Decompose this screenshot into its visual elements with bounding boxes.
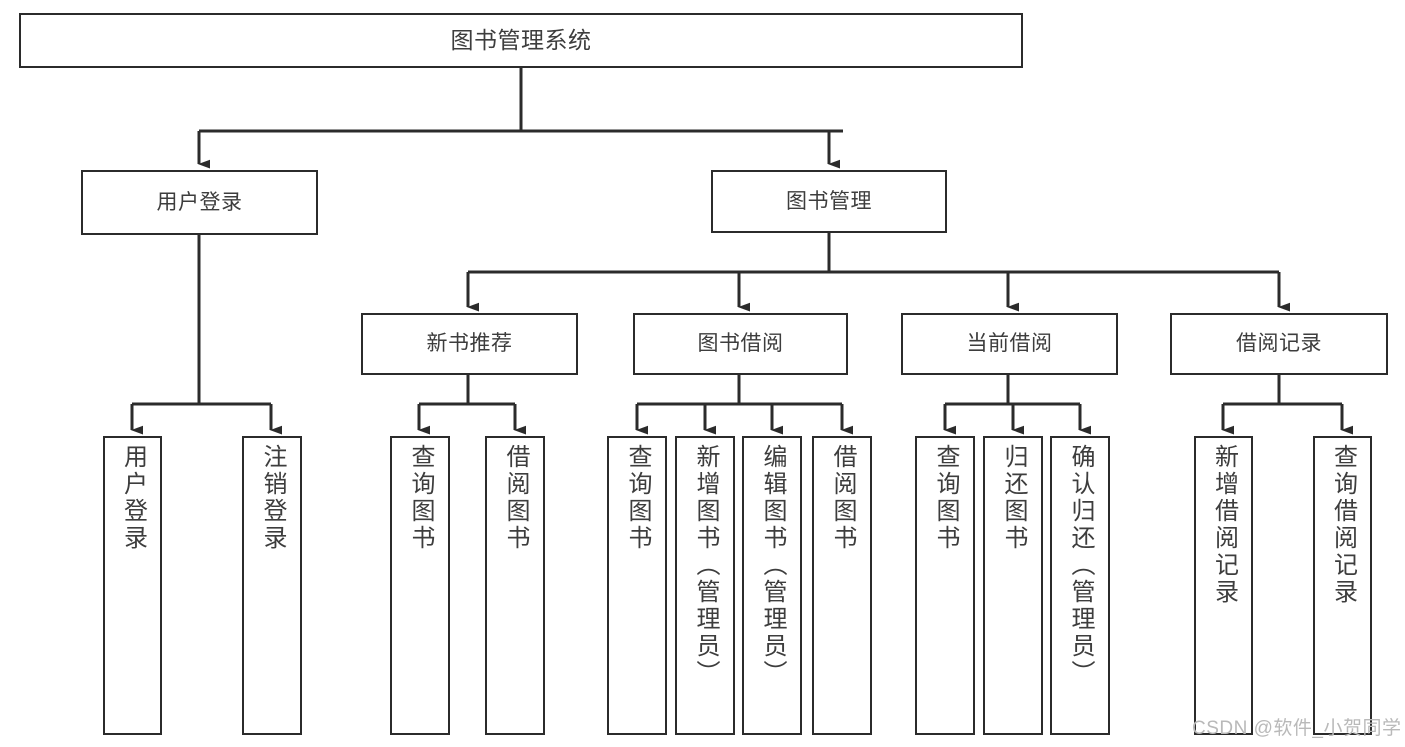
- node-leaf-edit-book-label: 编辑图书（管理员）: [759, 444, 786, 687]
- node-current-borrow[interactable]: 当前借阅: [901, 313, 1118, 375]
- node-leaf-user-logout[interactable]: 注销登录: [242, 436, 302, 735]
- node-book-management-label: 图书管理: [786, 189, 872, 213]
- node-leaf-query-record[interactable]: 查询借阅记录: [1313, 436, 1372, 735]
- node-borrow-record-label: 借阅记录: [1236, 332, 1322, 356]
- node-leaf-query-book-recommend-label: 查询图书: [407, 444, 434, 552]
- node-book-management[interactable]: 图书管理: [711, 170, 947, 233]
- node-current-borrow-label: 当前借阅: [966, 332, 1053, 356]
- node-leaf-borrow-book-label: 借阅图书: [829, 444, 856, 552]
- node-new-book-recommend[interactable]: 新书推荐: [361, 313, 578, 375]
- node-leaf-confirm-return-label: 确认归还（管理员）: [1067, 444, 1094, 687]
- node-leaf-add-record[interactable]: 新增借阅记录: [1194, 436, 1253, 735]
- node-book-borrow[interactable]: 图书借阅: [633, 313, 848, 375]
- node-leaf-query-book-recommend[interactable]: 查询图书: [390, 436, 450, 735]
- node-book-borrow-label: 图书借阅: [697, 332, 784, 356]
- node-leaf-query-book-current-label: 查询图书: [932, 444, 959, 552]
- node-leaf-edit-book[interactable]: 编辑图书（管理员）: [742, 436, 802, 735]
- node-leaf-user-login[interactable]: 用户登录: [103, 436, 162, 735]
- node-leaf-borrow-book[interactable]: 借阅图书: [812, 436, 872, 735]
- node-borrow-record[interactable]: 借阅记录: [1170, 313, 1388, 375]
- node-new-book-recommend-label: 新书推荐: [426, 332, 513, 356]
- node-leaf-query-book-borrow-label: 查询图书: [624, 444, 651, 552]
- node-leaf-query-book-borrow[interactable]: 查询图书: [607, 436, 667, 735]
- node-leaf-borrow-book-recommend-label: 借阅图书: [502, 444, 529, 552]
- node-leaf-return-book[interactable]: 归还图书: [983, 436, 1043, 735]
- node-leaf-user-logout-label: 注销登录: [259, 444, 286, 552]
- node-leaf-return-book-label: 归还图书: [1000, 444, 1027, 552]
- node-leaf-confirm-return[interactable]: 确认归还（管理员）: [1050, 436, 1110, 735]
- node-leaf-query-book-current[interactable]: 查询图书: [915, 436, 975, 735]
- node-leaf-query-record-label: 查询借阅记录: [1329, 444, 1357, 606]
- node-leaf-add-book-label: 新增图书（管理员）: [692, 444, 719, 687]
- node-user-login[interactable]: 用户登录: [81, 170, 318, 235]
- node-leaf-borrow-book-recommend[interactable]: 借阅图书: [485, 436, 545, 735]
- node-user-login-label: 用户登录: [156, 190, 243, 214]
- node-leaf-add-record-label: 新增借阅记录: [1210, 444, 1238, 606]
- node-root[interactable]: 图书管理系统: [19, 13, 1023, 68]
- node-leaf-add-book[interactable]: 新增图书（管理员）: [675, 436, 735, 735]
- node-root-label: 图书管理系统: [450, 26, 592, 53]
- node-leaf-user-login-label: 用户登录: [119, 444, 147, 552]
